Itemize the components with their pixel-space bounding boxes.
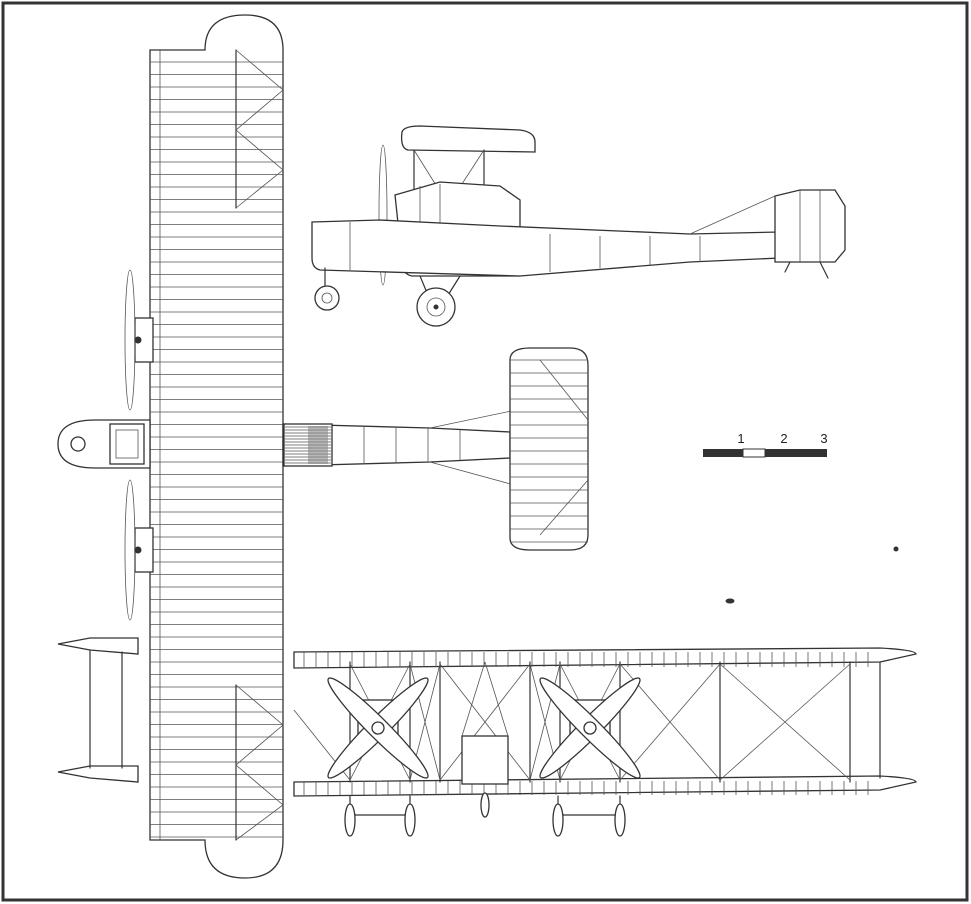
plan-tailplane xyxy=(509,347,589,551)
front-upper-wing xyxy=(293,647,917,669)
front-gear-left xyxy=(344,795,416,837)
front-prop-left xyxy=(327,677,429,779)
side-upper-wing xyxy=(400,125,536,153)
bracing-wire xyxy=(719,663,851,781)
plan-upper-wing xyxy=(149,14,284,879)
front-prop-right xyxy=(539,677,641,779)
front-view xyxy=(293,647,917,837)
side-view xyxy=(311,125,846,327)
plan-view xyxy=(57,14,589,879)
scale-segment-3 xyxy=(765,449,787,457)
side-nose-wheel xyxy=(314,285,340,311)
plan-engine-right xyxy=(124,479,154,621)
speck xyxy=(893,546,899,552)
tail-front-view xyxy=(57,637,139,783)
plan-engine-left xyxy=(124,269,154,411)
bracing-wire xyxy=(529,663,561,781)
front-lower-wing xyxy=(293,775,917,797)
scale-tick-label: 2 xyxy=(780,431,787,446)
scale-tick-label: 3 xyxy=(820,431,827,446)
speck xyxy=(725,598,735,604)
bracing-wire xyxy=(439,663,531,781)
scale-segment-4 xyxy=(787,449,827,457)
bracing-wire xyxy=(619,663,721,781)
scale-tick-label: 1 xyxy=(737,431,744,446)
front-gear-right xyxy=(552,795,626,837)
side-fuselage xyxy=(311,219,781,277)
plan-fuselage xyxy=(282,404,541,493)
scale-bar: 1 2 3 xyxy=(703,431,828,458)
plan-nose xyxy=(57,419,151,469)
side-tail xyxy=(774,189,846,263)
scale-segment-1 xyxy=(703,449,743,457)
scale-segment-2 xyxy=(742,448,766,458)
front-fuselage xyxy=(461,735,509,785)
